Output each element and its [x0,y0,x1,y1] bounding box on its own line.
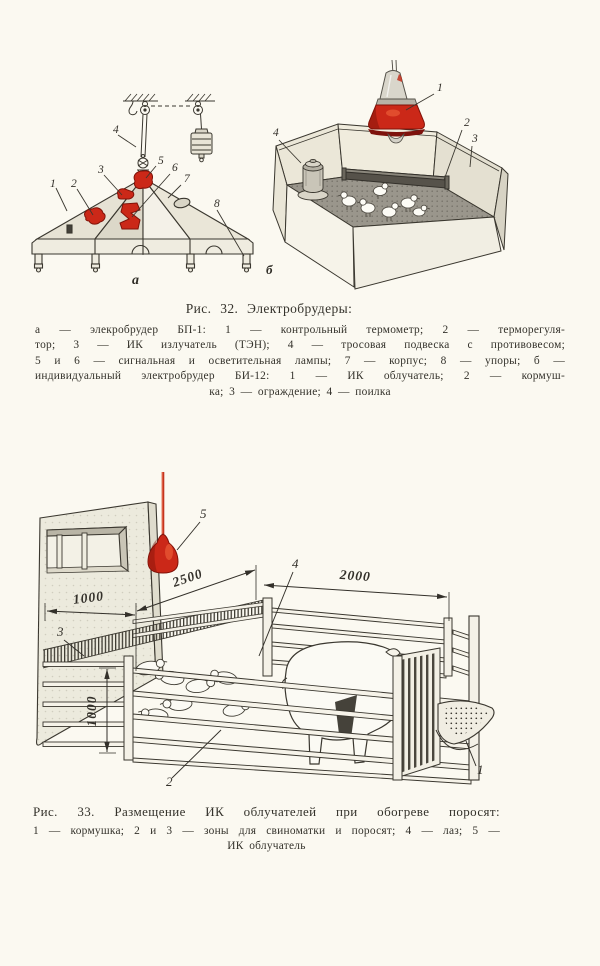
brooder-cone-body [31,176,254,273]
front-slat-panel [392,647,441,781]
thermoregulator [84,207,106,225]
dimension-lines [44,565,450,754]
corner-post [468,615,480,781]
dim-2000: 2000 [338,567,371,584]
fig33-callout-3: 3 [56,624,64,639]
hex-pen-box [272,123,509,290]
fig32-caption-line: тор; 3 — ИК излучатель (ТЭН); 4 — тросов… [35,339,565,352]
light-lamp [117,188,135,200]
fig32a-callout-3: 3 [97,164,104,176]
fig32a-callouts: 1 2 3 4 5 6 7 8 а [50,124,220,288]
fig32b-callout-4: 4 [273,127,279,139]
feeder-trough [435,700,495,751]
fig32-caption-line: 5 и 6 — сигнальная и осветительная лампы… [35,354,565,367]
divider-post [262,597,273,677]
fig32a-callout-1: 1 [50,178,56,190]
cable-suspension-with-counterweight [128,100,213,177]
fig32b-callout-2: 2 [464,117,470,129]
back-right-post [443,617,453,677]
chicks [337,182,431,221]
ik-heater-ten [119,202,141,230]
fig33-callouts: 5 4 3 2 1 [56,506,484,789]
fig33-title: Рис. 33. Размещение ИК облучателей при о… [33,804,500,819]
fig32-caption-line: а — элекробрудер БП-1: 1 — контрольный т… [35,324,565,336]
fig33-caption-line: ИК облучатель [227,840,306,853]
piglets [135,658,250,722]
fig32b-callout-1: 1 [437,82,443,94]
fig32b-leader-lines [278,93,473,181]
fig33-caption-line: 1 — кормушка; 2 и 3 — зоны для свиноматк… [33,825,500,837]
ik-lamp [368,70,425,144]
fig32a-sublabel: а [132,273,139,288]
fig32b-sublabel: б [266,262,273,277]
fig32-diagram-b-brooder-bi12: 1 2 3 4 б [266,60,509,290]
dim-1000-vertical: 1000 [84,696,99,727]
fig32a-callout-7: 7 [184,173,191,185]
support-legs [33,253,252,273]
fig33-callout-4: 4 [292,556,299,571]
ik-lamp-hanging [147,472,179,574]
signal-window [66,224,73,234]
fig33-diagram-pig-pen: 2500 2000 1000 1000 5 4 3 2 1 [36,472,495,789]
fig32a-callout-5: 5 [158,155,164,167]
wall-window [46,525,130,574]
fig32a-callout-4: 4 [113,124,119,136]
fig33-callout-2: 2 [166,774,173,789]
fig32a-callout-2: 2 [71,178,77,190]
back-wall-panel [36,501,164,746]
fig32-caption-line: индивидуальный электробрудер БИ-12: 1 — … [35,370,565,383]
ceiling-mounts [123,93,215,102]
feeder-trough-long [341,167,450,190]
fig32b-callout-3: 3 [471,133,478,145]
fig32-caption: Рис. 32. Электробрудеры: а — элекробруде… [35,301,565,400]
fig32a-callout-8: 8 [214,198,220,210]
fig32-diagram-a-brooder-bp1: 1 2 3 4 5 6 7 8 а [31,93,254,288]
fig33-callout-5: 5 [200,506,207,521]
dim-1000-horizontal: 1000 [72,588,105,607]
vent-hole [173,197,191,209]
fig32b-callouts: 1 2 3 4 б [266,82,478,277]
drinker [297,158,329,201]
fig33-caption: Рис. 33. Размещение ИК облучателей при о… [33,804,500,855]
fig32-caption-line: ка; 3 — ограждение; 4 — поилка [209,385,391,398]
fig33-callout-1: 1 [477,762,484,777]
fig33-leader-lines [63,521,477,779]
front-left-post [123,655,134,761]
fig32a-leader-lines [55,134,245,257]
fig32a-callout-6: 6 [172,162,178,174]
fig32-title: Рис. 32. Электробрудеры: [185,301,353,316]
